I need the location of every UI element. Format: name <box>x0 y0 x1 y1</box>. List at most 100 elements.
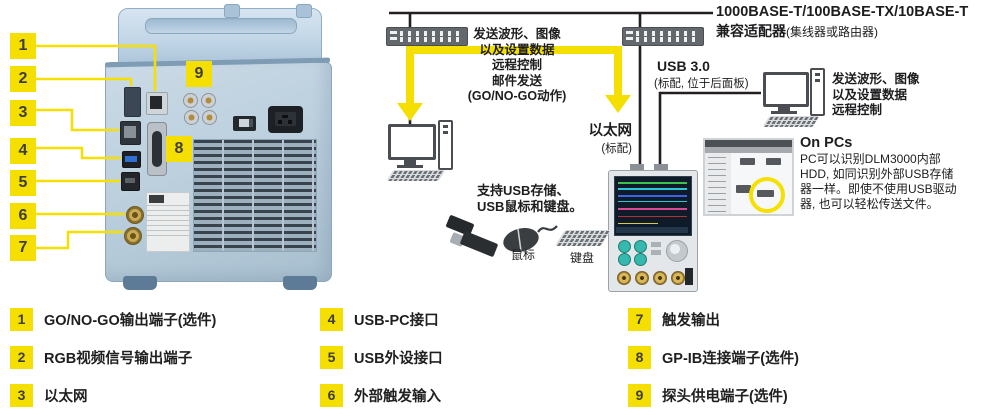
ethernet-sublabel: (标配) <box>601 143 632 155</box>
handle-mount <box>224 4 240 18</box>
handle-mount <box>296 4 312 18</box>
legend-num-6: 6 <box>320 384 343 407</box>
waveform-trace <box>618 208 687 210</box>
waveform-trace <box>618 223 658 224</box>
scope-knob <box>618 240 631 253</box>
legend-num-5: 5 <box>320 346 343 369</box>
hub-ports <box>636 31 699 36</box>
legend-label: 触发输出 <box>662 313 720 329</box>
legend-column-1: 1 GO/NO-GO输出端子(选件) 2 RGB视频信号输出端子 3 以太网 <box>10 308 216 416</box>
callout-leader-lines <box>36 44 157 250</box>
ac-pin <box>278 120 282 124</box>
monitor-base <box>397 165 423 168</box>
vent-grille <box>193 139 317 252</box>
ethernet-arrows-icon <box>397 46 631 121</box>
ac-pin <box>282 115 288 118</box>
waveform-trace <box>618 195 687 197</box>
waveform-trace <box>618 216 687 217</box>
legend-item: 1 GO/NO-GO输出端子(选件) <box>10 308 216 331</box>
legend-num-4: 4 <box>320 308 343 331</box>
legend-item: 7 触发输出 <box>628 308 799 331</box>
ethernet-label: 以太网 <box>588 123 633 139</box>
legend-num-9: 9 <box>628 384 651 407</box>
probe-power-jack <box>183 93 198 108</box>
gonogo-output-port <box>146 92 168 115</box>
ext-trigger-bnc <box>126 206 144 224</box>
legend-item: 5 USB外设接口 <box>320 346 443 369</box>
note-line: 邮件发送 <box>491 73 542 88</box>
scope-bnc-input <box>635 271 649 285</box>
pc-tower-icon <box>438 120 453 170</box>
ethernet-transfer-note: 发送波形、图像 以及设置数据 远程控制 邮件发送 (GO/NO-GO动作) <box>437 27 597 105</box>
legend-label: GP-IB连接端子(选件) <box>662 351 799 367</box>
adapter-subtitle: 兼容适配器(集线器或路由器) <box>716 21 878 41</box>
monitor-icon <box>763 72 809 107</box>
adapter-subtitle-bold: 兼容适配器 <box>716 23 786 39</box>
hub-icon <box>386 27 468 46</box>
scope-knob <box>634 240 647 253</box>
hub-ports <box>636 37 699 42</box>
scope-button <box>651 250 661 255</box>
usb-peripheral-port <box>121 172 140 191</box>
legend-num-8: 8 <box>628 346 651 369</box>
onpcs-title: On PCs <box>800 135 853 151</box>
pc-transfer-note: 发送波形、图像 以及设置数据 远程控制 <box>832 72 920 119</box>
legend-label: GO/NO-GO输出端子(选件) <box>44 313 217 329</box>
callout-9: 9 <box>186 61 212 87</box>
callout-4: 4 <box>10 138 36 164</box>
legend-item: 9 探头供电端子(选件) <box>628 384 799 407</box>
mouse-icon <box>503 225 558 252</box>
note-line: USB鼠标和键盘。 <box>477 199 583 214</box>
usb-pc-port <box>122 151 141 168</box>
legend-item: 2 RGB视频信号输出端子 <box>10 346 216 369</box>
usb-support-note: 支持USB存储、 USB鼠标和键盘。 <box>477 183 582 215</box>
legend-label: 探头供电端子(选件) <box>662 389 788 405</box>
legend-column-3: 7 触发输出 8 GP-IB连接端子(选件) 9 探头供电端子(选件) <box>628 308 799 416</box>
drive-icon <box>766 158 781 165</box>
callout-6: 6 <box>10 203 36 229</box>
scope-knob <box>634 253 647 266</box>
keyboard-label: 键盘 <box>569 251 594 265</box>
scope-bnc-input <box>617 271 631 285</box>
onpcs-line: 器, 也可以轻松传送文件。 <box>800 197 939 211</box>
callout-3: 3 <box>10 100 36 126</box>
legend-column-2: 4 USB-PC接口 5 USB外设接口 6 外部触发输入 <box>320 308 443 416</box>
adapter-title: 1000BASE-T/100BASE-TX/10BASE-T <box>716 4 969 20</box>
legend-num-7: 7 <box>628 308 651 331</box>
onpcs-line: HDD, 如同识别外部USB存储 <box>800 167 954 181</box>
legend-label: 外部触发输入 <box>354 389 441 405</box>
usb-peripheral-tab <box>125 178 135 183</box>
hub-ports <box>390 31 397 42</box>
onpcs-text: PC可以识别DLM3000内部 HDD, 如同识别外部USB存储 器一样。即使不… <box>800 152 957 212</box>
legend-num-1: 1 <box>10 308 33 331</box>
note-line: 发送波形、图像 <box>832 72 920 86</box>
scope-knob <box>618 253 631 266</box>
adapter-subtitle-normal: (集线器或路由器) <box>786 25 878 39</box>
callout-7: 7 <box>10 235 36 261</box>
ac-pin <box>288 120 292 124</box>
monitor-stand <box>778 107 790 111</box>
monitor-base <box>771 111 797 114</box>
callout-5: 5 <box>10 170 36 196</box>
ac-inlet <box>268 106 303 133</box>
drive-icon <box>740 158 755 165</box>
waveform-trace <box>618 201 687 202</box>
monitor-stand <box>404 160 416 165</box>
callout-2: 2 <box>10 66 36 92</box>
note-line: (GO/NO-GO动作) <box>467 89 567 103</box>
legend-label: USB-PC接口 <box>354 313 439 329</box>
scope-bnc-input <box>671 271 685 285</box>
keyboard-icon <box>386 170 446 181</box>
scope-bnc-input <box>653 271 667 285</box>
power-rocker <box>239 119 253 127</box>
hub-ports <box>626 31 633 42</box>
scope-status-bar <box>616 227 688 233</box>
rgb-video-port <box>124 87 141 117</box>
usb30-sublabel: (标配, 位于后面板) <box>654 78 749 90</box>
drive-icon <box>736 185 751 193</box>
explorer-toolbar <box>705 147 792 153</box>
note-line: 以及设置数据 <box>832 87 908 102</box>
trigger-out-bnc <box>124 227 142 245</box>
legend-item: 8 GP-IB连接端子(选件) <box>628 346 799 369</box>
